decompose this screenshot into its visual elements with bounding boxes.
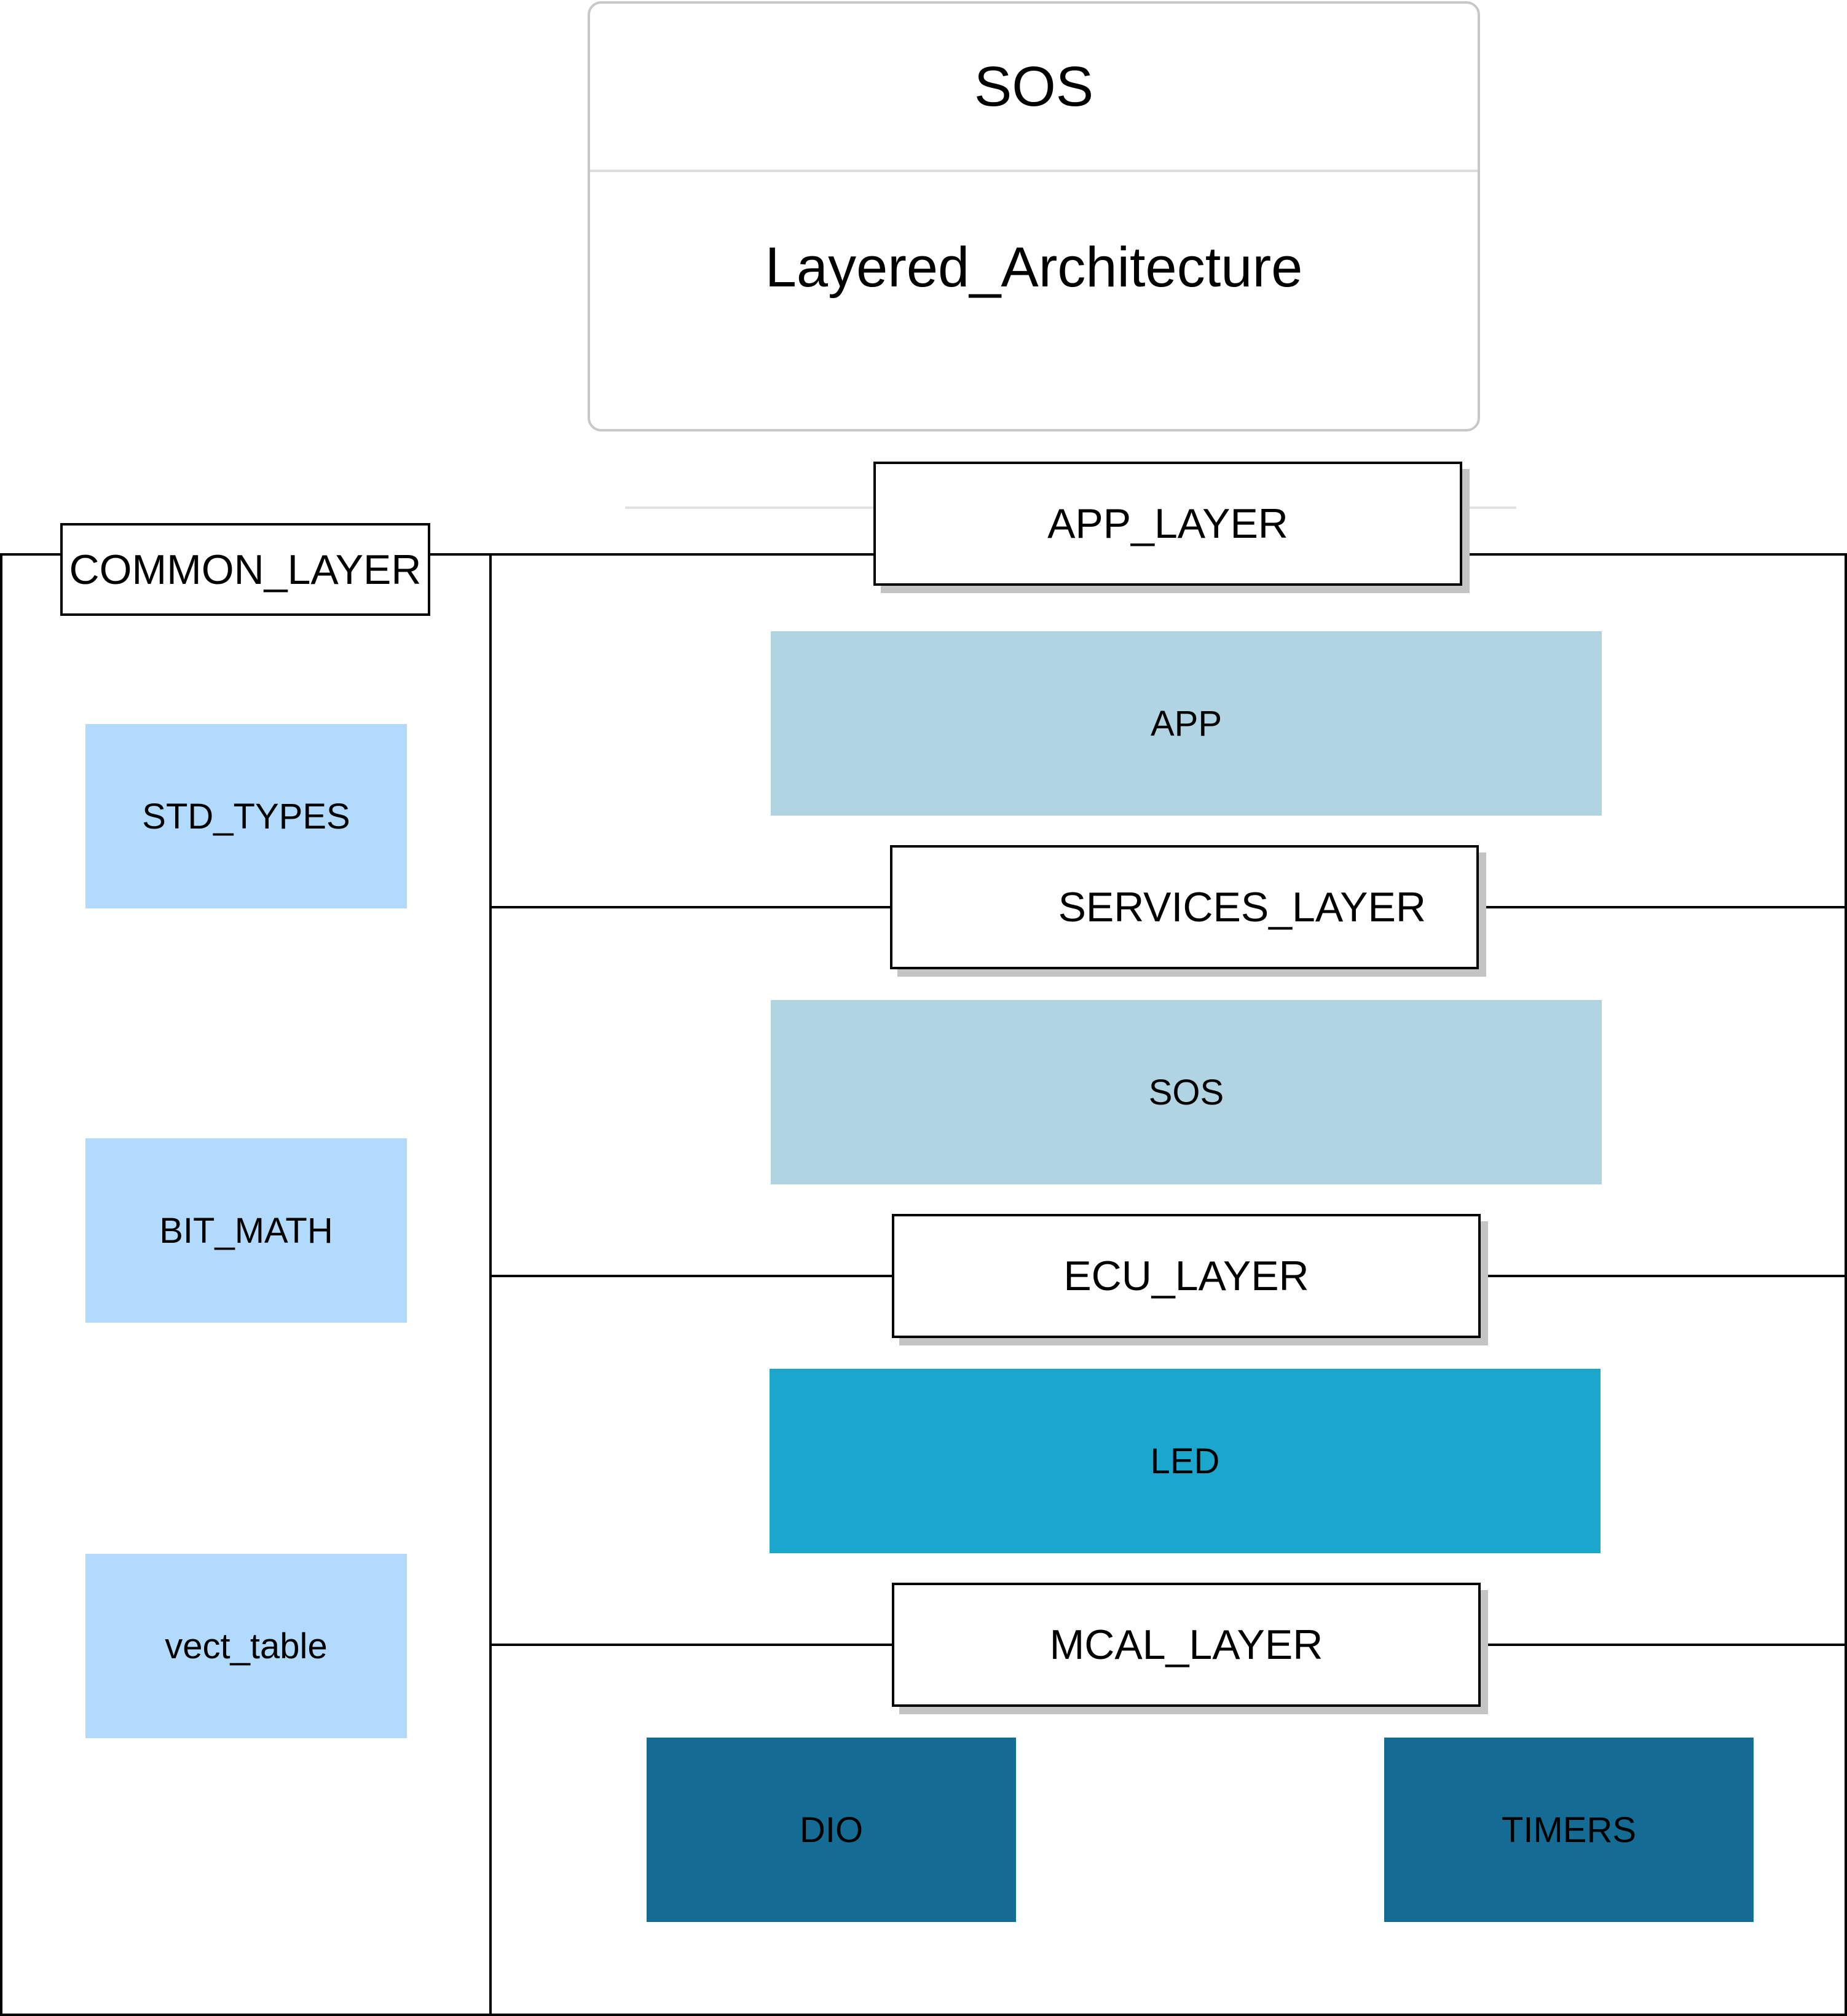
common-layer-label: COMMON_LAYER	[60, 523, 430, 616]
sos-block: SOS	[771, 1000, 1602, 1184]
title-divider	[590, 170, 1478, 172]
title-card: SOS Layered_Architecture	[588, 1, 1480, 431]
timers-block: TIMERS	[1384, 1738, 1754, 1922]
diagram-subtitle: Layered_Architecture	[765, 235, 1303, 299]
app-layer-label: APP_LAYER	[873, 462, 1462, 586]
services-layer-label: SERVICES_LAYER	[890, 845, 1479, 969]
mcal-layer-label: MCAL_LAYER	[892, 1583, 1481, 1707]
diagram-title: SOS	[974, 55, 1094, 118]
app-block: APP	[771, 631, 1602, 816]
led-block: LED	[770, 1369, 1601, 1553]
std-types-block: STD_TYPES	[85, 724, 407, 908]
ecu-layer-label: ECU_LAYER	[892, 1214, 1481, 1338]
vect-table-block: vect_table	[85, 1554, 407, 1738]
bit-math-block: BIT_MATH	[85, 1138, 407, 1323]
dio-block: DIO	[647, 1738, 1016, 1922]
